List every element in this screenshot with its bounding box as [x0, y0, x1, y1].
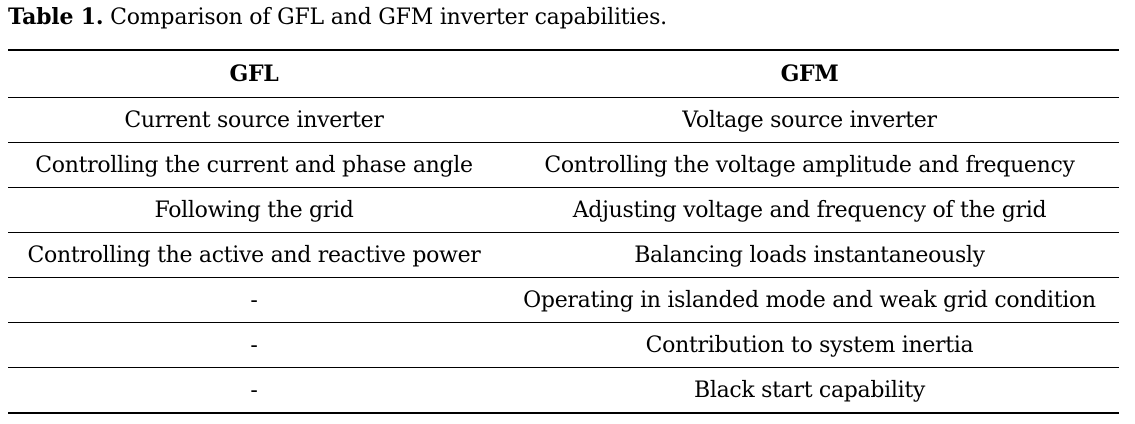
table-row: Following the grid Adjusting voltage and… [8, 187, 1119, 233]
table-caption-text: Comparison of GFL and GFM inverter capab… [110, 5, 667, 30]
table-cell: - [8, 322, 500, 368]
comparison-table: GFL GFM Current source inverter Voltage … [8, 49, 1119, 414]
table-row: - Operating in islanded mode and weak gr… [8, 277, 1119, 323]
column-header-gfl: GFL [8, 50, 500, 98]
table-row: Controlling the current and phase angle … [8, 142, 1119, 188]
table-row: Current source inverter Voltage source i… [8, 97, 1119, 143]
table-cell: Adjusting voltage and frequency of the g… [500, 187, 1119, 233]
table-cell: Operating in islanded mode and weak grid… [500, 277, 1119, 323]
table-cell: Contribution to system inertia [500, 322, 1119, 368]
table-cell: Following the grid [8, 187, 500, 233]
column-header-gfm: GFM [500, 50, 1119, 98]
table-cell: - [8, 277, 500, 323]
table-caption-label: Table 1. [8, 4, 104, 30]
table-cell: Voltage source inverter [500, 97, 1119, 143]
table-row: - Contribution to system inertia [8, 322, 1119, 368]
table-caption: Table 1. Comparison of GFL and GFM inver… [8, 3, 667, 32]
table-cell: Balancing loads instantaneously [500, 232, 1119, 278]
table-header-row: GFL GFM [8, 50, 1119, 98]
table-cell: - [250, 377, 258, 403]
table-cell: Controlling the voltage amplitude and fr… [500, 142, 1119, 188]
table-row: - Black start capability [8, 368, 1119, 413]
table-cell: Controlling the active and reactive powe… [8, 232, 500, 278]
table-cell: Black start capability [693, 377, 926, 403]
table-cell: Current source inverter [8, 97, 500, 143]
table-cell: Controlling the current and phase angle [8, 142, 500, 188]
table-row: Controlling the active and reactive powe… [8, 232, 1119, 278]
